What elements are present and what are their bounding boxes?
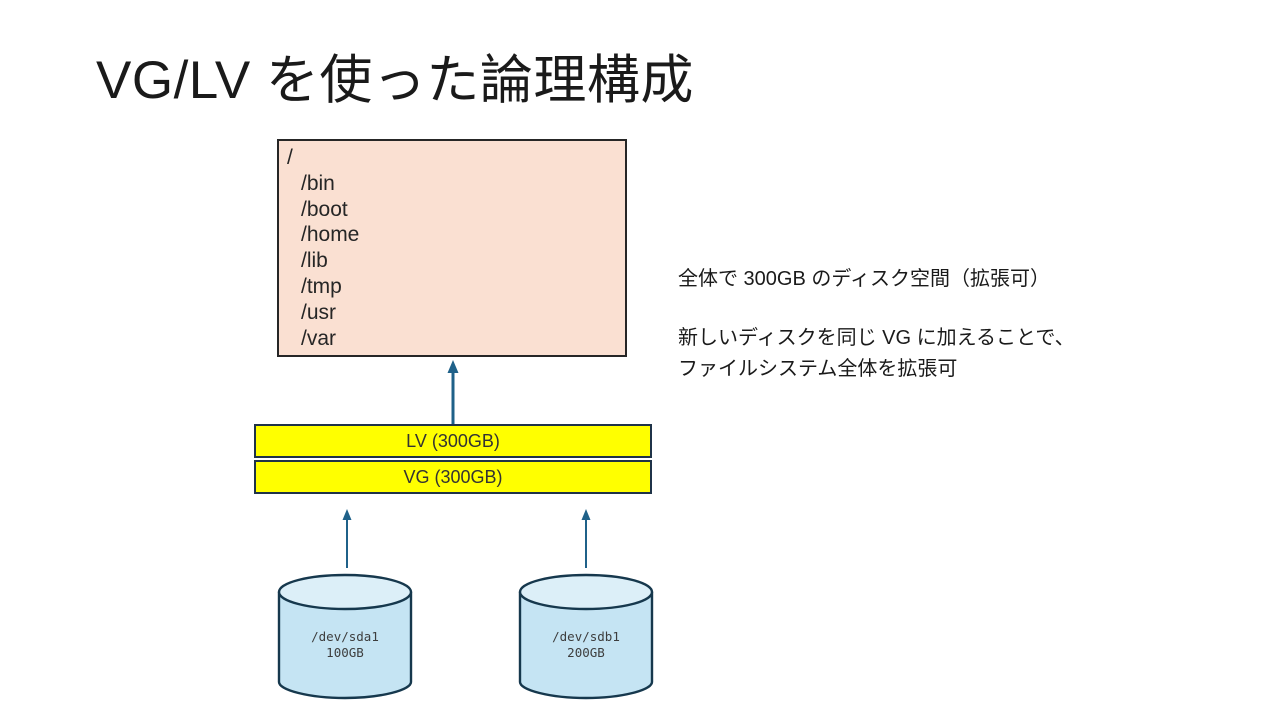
cylinder-icon [277, 573, 413, 700]
directory-entry: /var [301, 326, 337, 350]
filesystem-box: / /bin /boot /home /lib /tmp /usr /var [277, 139, 627, 357]
disk-cylinder-sda1: /dev/sda1 100GB [277, 572, 413, 702]
vg-box: VG (300GB) [254, 460, 652, 494]
directory-listing: / /bin /boot /home /lib /tmp /usr /var [287, 145, 359, 351]
annotation-block: 全体で 300GB のディスク空間（拡張可） 新しいディスクを同じ VG に加え… [678, 265, 1075, 385]
directory-entry: /bin [301, 171, 335, 195]
arrow-disk1-to-vg [342, 509, 352, 568]
lv-box: LV (300GB) [254, 424, 652, 458]
arrow-lv-to-filesystem [447, 360, 459, 426]
page-title: VG/LV を使った論理構成 [96, 51, 694, 110]
lv-label: LV (300GB) [406, 430, 500, 451]
disk-cylinder-sdb1: /dev/sdb1 200GB [518, 572, 654, 702]
vg-label: VG (300GB) [403, 466, 503, 487]
directory-entry: /lib [301, 249, 328, 273]
directory-entry: /usr [301, 300, 337, 324]
cylinder-icon [518, 573, 654, 700]
directory-entry: /home [301, 223, 360, 247]
arrow-disk2-to-vg [581, 509, 591, 568]
directory-entry: /boot [301, 197, 348, 221]
directory-entry: /tmp [301, 274, 342, 298]
directory-entry: / [287, 146, 293, 169]
annotation-capacity: 全体で 300GB のディスク空間（拡張可） [678, 268, 1050, 290]
annotation-expansion-line1: 新しいディスクを同じ VG に加えることで、 [678, 327, 1075, 349]
annotation-expansion-line2: ファイルシステム全体を拡張可 [678, 358, 958, 380]
annotation-expansion: 新しいディスクを同じ VG に加えることで、 ファイルシステム全体を拡張可 [678, 323, 1075, 385]
